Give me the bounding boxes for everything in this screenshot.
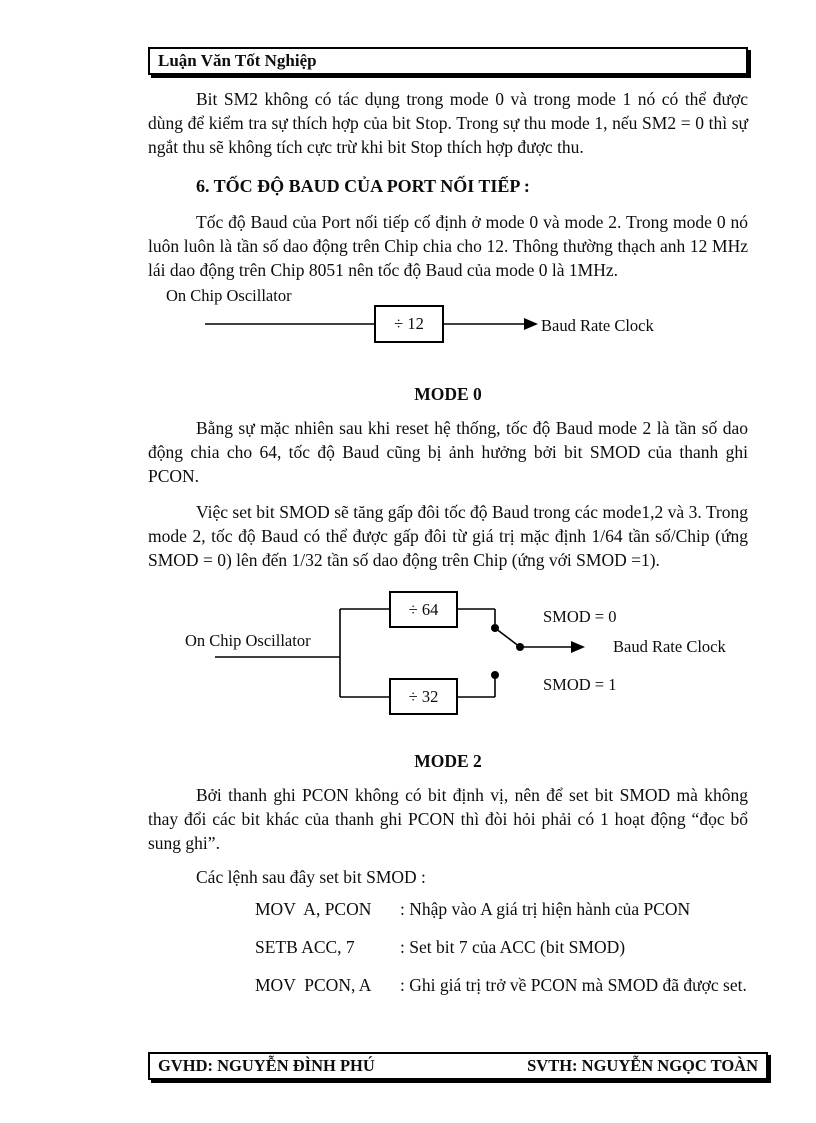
footer-advisor: GVHD: NGUYỄN ĐÌNH PHÚ bbox=[158, 1056, 375, 1075]
code-line-mov-pcon-a: MOV PCON, A : Ghi giá trị trở về PCON mà… bbox=[255, 973, 748, 997]
mode2-bottom-contact-dot bbox=[491, 671, 499, 679]
paragraph-pcon-readmodify: Bởi thanh ghi PCON không có bit định vị,… bbox=[148, 785, 748, 853]
page-header: Luận Văn Tốt Nghiệp bbox=[148, 47, 748, 75]
code-line-mov-a-pcon: MOV A, PCON : Nhập vào A giá trị hiện hà… bbox=[255, 897, 748, 921]
mode2-diagram-drawing bbox=[215, 591, 585, 715]
mode0-diagram: On Chip Oscillator ÷ 12 Baud Rate Clock bbox=[148, 284, 748, 354]
instruction-comment: : Ghi giá trị trở về PCON mà SMOD đã đượ… bbox=[400, 975, 747, 995]
paragraph-instructions-intro: Các lệnh sau đây set bit SMOD : bbox=[196, 867, 426, 887]
mode2-smod1-label: SMOD = 1 bbox=[543, 675, 617, 694]
instruction-comment: : Nhập vào A giá trị hiện hành của PCON bbox=[400, 899, 691, 919]
footer-student: SVTH: NGUYỄN NGỌC TOÀN bbox=[527, 1056, 758, 1075]
instruction-text: MOV A, PCON bbox=[255, 899, 372, 919]
instruction-text: MOV PCON, A bbox=[255, 975, 372, 995]
paragraph-sm2: Bit SM2 không có tác dụng trong mode 0 v… bbox=[148, 89, 748, 157]
mode0-divider-label: ÷ 12 bbox=[394, 314, 424, 333]
mode0-diagram-drawing bbox=[205, 305, 538, 343]
header-title: Luận Văn Tốt Nghiệp bbox=[158, 51, 317, 70]
page-content: Luận Văn Tốt Nghiệp Bit SM2 không có tác… bbox=[148, 0, 748, 1011]
mode0-output-label: Baud Rate Clock bbox=[541, 316, 654, 335]
mode2-diagram: On Chip Oscillator ÷ 64 ÷ 32 SMOD = 0 SM… bbox=[148, 587, 748, 727]
mode0-caption: MODE 0 bbox=[414, 384, 482, 404]
mode2-input-label: On Chip Oscillator bbox=[185, 631, 311, 650]
smod-instruction-list: MOV A, PCON : Nhập vào A giá trị hiện hà… bbox=[255, 897, 748, 997]
mode2-divider32-box bbox=[389, 678, 458, 715]
mode0-arrowhead-icon bbox=[524, 318, 538, 330]
mode2-divider64-label: ÷ 64 bbox=[408, 600, 439, 619]
instruction-text: SETB ACC, 7 bbox=[255, 937, 355, 957]
mode2-switch-arm-line bbox=[494, 627, 521, 648]
mode2-caption: MODE 2 bbox=[414, 751, 482, 771]
page-footer: GVHD: NGUYỄN ĐÌNH PHÚ SVTH: NGUYỄN NGỌC … bbox=[148, 1052, 768, 1080]
paragraph-smod-double: Việc set bit SMOD sẽ tăng gấp đôi tốc độ… bbox=[148, 502, 748, 570]
instruction-comment: : Set bit 7 của ACC (bit SMOD) bbox=[400, 937, 626, 957]
paragraph-baud-fixed: Tốc độ Baud của Port nối tiếp cố định ở … bbox=[148, 212, 748, 280]
mode2-smod0-label: SMOD = 0 bbox=[543, 607, 617, 626]
paragraph-reset-default: Bằng sự mặc nhiên sau khi reset hệ thống… bbox=[148, 418, 748, 486]
section-heading-baud-rate: 6. TỐC ĐỘ BAUD CỦA PORT NỐI TIẾP : bbox=[196, 176, 530, 196]
mode2-output-label: Baud Rate Clock bbox=[613, 637, 726, 656]
code-line-setb-acc7: SETB ACC, 7 : Set bit 7 của ACC (bit SMO… bbox=[255, 935, 748, 959]
mode2-arrowhead-icon bbox=[571, 641, 585, 653]
mode2-divider32-label: ÷ 32 bbox=[408, 687, 439, 706]
mode0-input-label: On Chip Oscillator bbox=[166, 286, 292, 305]
